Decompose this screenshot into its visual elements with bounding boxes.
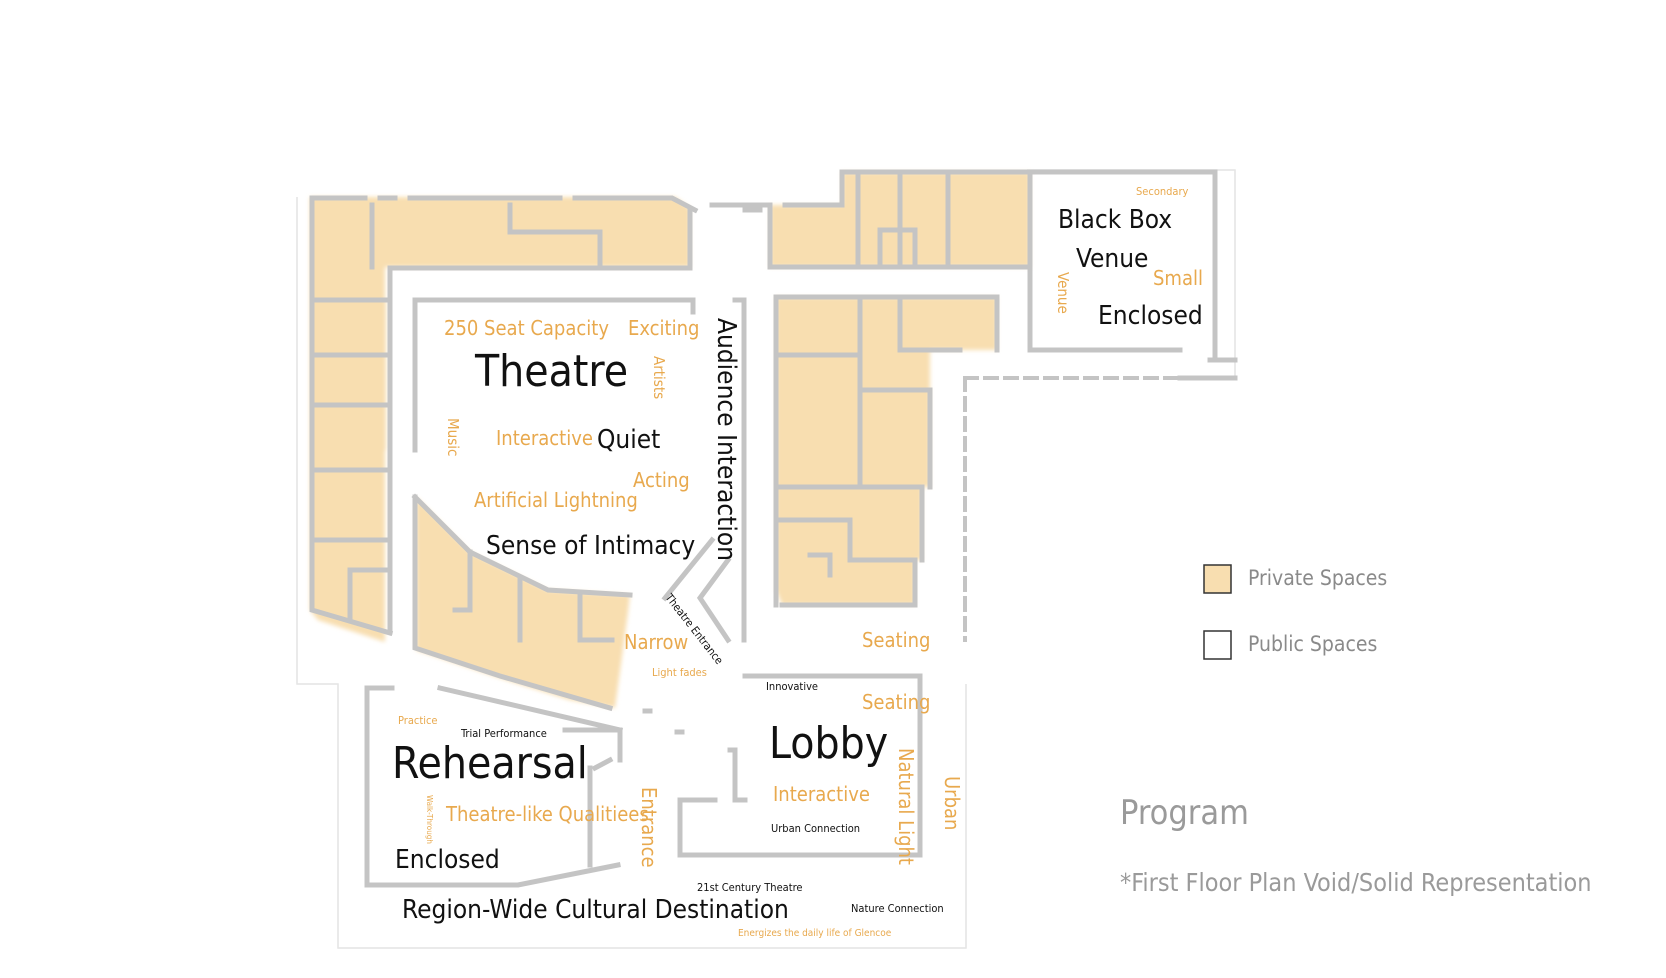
label-lobby: Lobby	[769, 718, 889, 769]
label-small: Small	[1153, 266, 1203, 290]
label-narrow: Narrow	[624, 630, 689, 654]
label-audience-interaction: Audience Interaction	[711, 318, 741, 561]
label-rehearsal: Rehearsal	[392, 738, 588, 789]
label-artists: Artists	[650, 356, 668, 400]
label-exciting: Exciting	[628, 316, 700, 340]
label-walk-through: Walk-Through	[425, 795, 434, 844]
label-interactive-lobby: Interactive	[773, 782, 870, 806]
legend-private-label: Private Spaces	[1248, 566, 1388, 590]
diagram-title: Program	[1120, 793, 1249, 833]
label-21st-century-theatre: 21st Century Theatre	[697, 881, 803, 894]
private-left-corridor	[314, 300, 386, 450]
label-seating-2: Seating	[862, 690, 931, 714]
walls	[309, 169, 1238, 888]
label-seating-1: Seating	[862, 628, 931, 652]
label-interactive-theatre: Interactive	[496, 426, 593, 450]
label-secondary: Secondary	[1136, 185, 1189, 198]
label-sense-of-intimacy: Sense of Intimacy	[486, 531, 696, 561]
legend-swatch-public	[1203, 630, 1232, 660]
label-energizes: Energizes the daily life of Glencoe	[738, 928, 892, 939]
label-black-box: Black Box	[1058, 205, 1173, 235]
label-theatre-like: Theatre-like Qualitiees	[446, 802, 649, 826]
label-natural-light: Natural Light	[894, 748, 918, 865]
label-trial-performance: Trial Performance	[461, 727, 547, 740]
legend-public-label: Public Spaces	[1248, 632, 1378, 656]
label-practice: Practice	[398, 714, 438, 727]
label-acting: Acting	[633, 468, 690, 492]
label-innovative: Innovative	[766, 680, 819, 693]
label-venue-vertical: Venue	[1054, 272, 1072, 314]
label-artificial-lightning: Artificial Lightning	[474, 488, 638, 512]
label-enclosed-rehearsal: Enclosed	[395, 845, 500, 875]
label-quiet: Quiet	[597, 425, 661, 455]
label-venue-main: Venue	[1076, 244, 1149, 274]
label-seat-capacity: 250 Seat Capacity	[444, 316, 609, 340]
label-theatre: Theatre	[475, 346, 629, 397]
legend-swatch-private	[1203, 564, 1232, 594]
label-urban-connection: Urban Connection	[771, 822, 861, 835]
label-urban: Urban	[940, 776, 964, 831]
label-light-fades: Light fades	[652, 666, 707, 679]
private-theatre-side-rooms	[416, 497, 630, 708]
diagram-note: *First Floor Plan Void/Solid Representat…	[1120, 868, 1592, 897]
label-music: Music	[444, 418, 462, 457]
label-region-wide: Region-Wide Cultural Destination	[402, 895, 789, 925]
label-nature-connection: Nature Connection	[851, 902, 944, 915]
label-entrance: Entrance	[637, 787, 661, 868]
label-enclosed-black-box: Enclosed	[1098, 301, 1203, 331]
